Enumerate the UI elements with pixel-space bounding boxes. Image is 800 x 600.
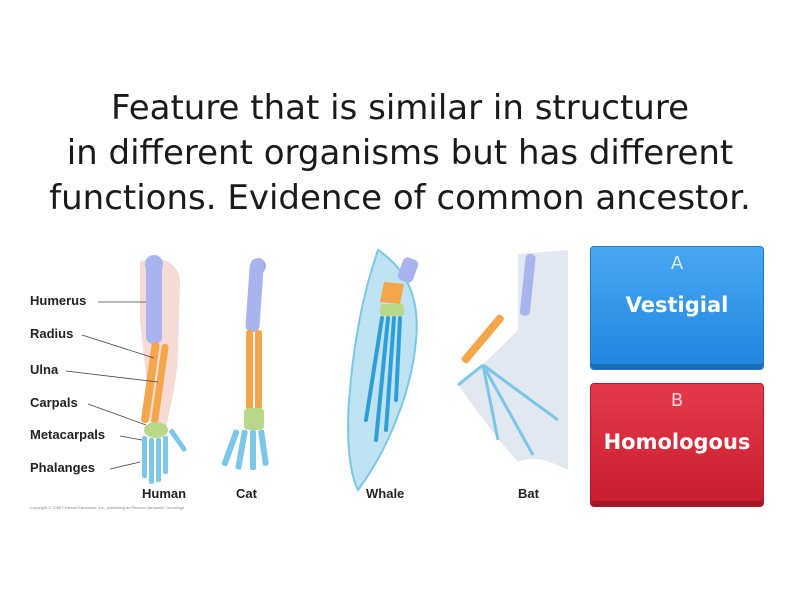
answer-b-letter: B bbox=[670, 390, 684, 411]
cat-leg bbox=[221, 258, 269, 470]
answer-a-label: Vestigial bbox=[625, 293, 729, 317]
human-humerus bbox=[146, 260, 162, 344]
label-metacarpals: Metacarpals bbox=[30, 427, 106, 442]
homologous-limbs-figure: Humerus Radius Ulna Carpals Metacarpals … bbox=[28, 240, 576, 515]
answer-b-button[interactable]: B Homologous bbox=[590, 383, 764, 507]
answer-b-label: Homologous bbox=[603, 430, 751, 454]
label-humerus: Humerus bbox=[30, 293, 87, 308]
whale-flipper bbox=[347, 248, 419, 492]
human-arm bbox=[140, 255, 187, 484]
limb-diagram bbox=[65, 248, 568, 492]
caption-bat: Bat bbox=[518, 486, 539, 501]
label-carpals: Carpals bbox=[30, 395, 78, 410]
answer-a-letter: A bbox=[670, 253, 684, 274]
copyright-text: Copyright © 2006 Pearson Education, Inc.… bbox=[30, 505, 185, 510]
bat-wing bbox=[457, 250, 568, 470]
caption-human: Human bbox=[142, 486, 187, 501]
question-text: Feature that is similar in structure in … bbox=[49, 88, 751, 218]
label-ulna: Ulna bbox=[30, 362, 59, 377]
caption-whale: Whale bbox=[366, 486, 405, 501]
answer-a-button[interactable]: A Vestigial bbox=[590, 246, 764, 370]
caption-cat: Cat bbox=[236, 486, 257, 501]
label-radius: Radius bbox=[30, 326, 74, 341]
label-phalanges: Phalanges bbox=[30, 460, 96, 475]
